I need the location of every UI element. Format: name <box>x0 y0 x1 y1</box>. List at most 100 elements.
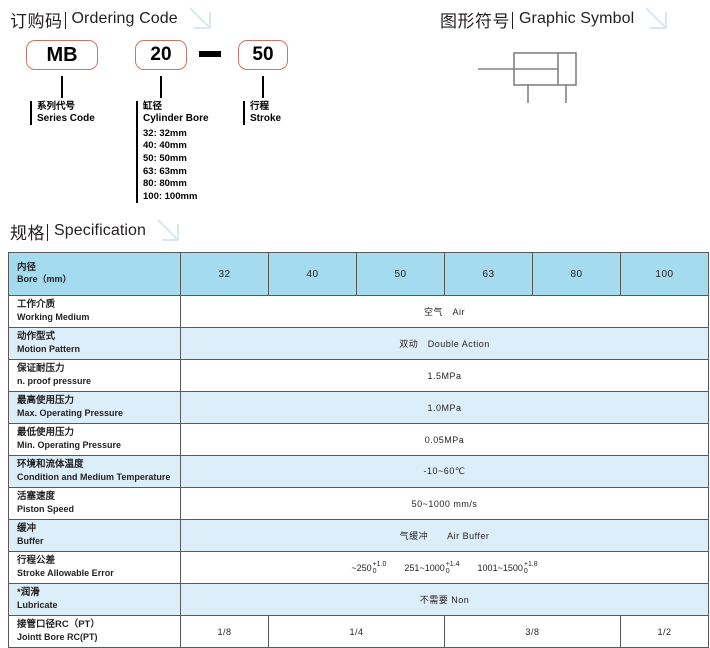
table-cell: 40 <box>268 252 357 296</box>
chevron-decoration-icon <box>156 218 190 244</box>
row-label-en: Piston Speed <box>17 503 75 514</box>
row-label-cn: 动作型式 <box>17 331 56 343</box>
list-item: 40: 40mm <box>143 140 187 152</box>
table-cell: 80 <box>532 252 621 296</box>
table-cell: 50 <box>356 252 445 296</box>
legend-cylinder-bore: 缸径 Cylinder Bore 32: 32mm 40: 40mm 50: 5… <box>136 101 248 204</box>
tolerance-lower: 0 <box>523 567 528 575</box>
code-box-series[interactable]: MB <box>26 40 98 70</box>
chevron-decoration-icon <box>644 6 678 32</box>
table-cell: 1.5MPa <box>180 359 709 392</box>
ordering-code-section: 订购码 Ordering Code MB 20 50 系列代号 Series C… <box>0 0 430 210</box>
legend-cylinder-bore-cn: 缸径 <box>143 101 163 112</box>
list-item: 32: 32mm <box>143 127 187 139</box>
table-cell: 100 <box>620 252 709 296</box>
table-cell: 63 <box>444 252 533 296</box>
heading-divider <box>64 11 66 29</box>
row-label-en: Condition and Medium Temperature <box>17 471 171 482</box>
legend-cylinder-bore-en: Cylinder Bore <box>143 113 209 125</box>
table-cell: 空气 Air <box>180 295 709 328</box>
heading-divider <box>47 223 48 241</box>
row-label-en: Working Medium <box>17 311 90 322</box>
ordering-code-heading-en: Ordering Code <box>71 10 178 27</box>
table-cell: 1/4 <box>268 615 445 648</box>
table-cell: 1/8 <box>180 615 269 648</box>
list-item: 100: 100mm <box>143 190 198 202</box>
table-cell: 气缓冲 Air Buffer <box>180 519 709 552</box>
legend-cylinder-bore-options: 32: 32mm 40: 40mm 50: 50mm 63: 63mm 80: … <box>143 128 248 203</box>
tolerance-lower: 0 <box>445 567 450 575</box>
graphic-symbol-heading: 图形符号 Graphic Symbol <box>440 6 678 32</box>
row-label-en: Motion Pattern <box>17 343 80 354</box>
row-label-en: Jointt Bore RC(PT) <box>17 631 98 642</box>
tolerance-upper: +1.0 <box>372 560 387 568</box>
code-separator-dash <box>199 51 221 57</box>
legend-stroke-cn: 行程 <box>250 101 270 112</box>
legend-stroke-en: Stroke <box>250 113 282 125</box>
table-cell: -10~60℃ <box>180 455 709 488</box>
row-label-en: Bore（mm） <box>17 274 72 285</box>
ordering-code-heading-cn: 订购码 <box>10 11 63 31</box>
legend-series-code-en: Series Code <box>37 113 95 125</box>
tolerance-range: 251~1000 <box>404 562 445 573</box>
row-label-en: n. proof pressure <box>17 375 92 386</box>
tolerance-range: 1001~1500 <box>477 562 523 573</box>
leader-line-bore <box>160 76 162 98</box>
table-cell: 32 <box>180 252 269 296</box>
list-item: 50: 50mm <box>143 153 187 165</box>
legend-series-code: 系列代号 Series Code <box>30 101 132 125</box>
row-label-cn: 最低使用压力 <box>17 427 75 439</box>
double-acting-cylinder-symbol-icon <box>470 45 610 110</box>
row-label-cn: 环境和流体温度 <box>17 459 84 471</box>
row-label-cn: 缓冲 <box>17 523 37 535</box>
leader-line-stroke <box>262 76 264 98</box>
row-label-cn: 行程公差 <box>17 555 56 567</box>
table-cell: 0.05MPa <box>180 423 709 456</box>
row-label-cn: 最高使用压力 <box>17 395 75 407</box>
row-label-en: Min. Operating Pressure <box>17 439 122 450</box>
heading-divider <box>512 11 513 29</box>
row-label-en: Lubricate <box>17 599 58 610</box>
row-label-cn: *润滑 <box>17 587 40 599</box>
table-cell: 1/2 <box>620 615 709 648</box>
row-label: 接管口径RC（PT）Jointt Bore RC(PT) <box>8 615 181 648</box>
specification-heading: 规格 Specification <box>10 218 190 244</box>
chevron-decoration-icon <box>188 6 222 32</box>
row-label-cn: 保证耐压力 <box>17 363 65 375</box>
graphic-symbol-heading-en: Graphic Symbol <box>519 10 635 27</box>
legend-stroke: 行程 Stroke <box>243 101 320 125</box>
graphic-symbol-section: 图形符号 Graphic Symbol <box>440 0 710 210</box>
row-label-cn: 工作介质 <box>17 299 56 311</box>
table-cell: 不需要 Non <box>180 583 709 616</box>
code-box-stroke[interactable]: 50 <box>238 40 288 70</box>
graphic-symbol-heading-cn: 图形符号 <box>440 11 510 31</box>
tolerance-upper: +1.8 <box>523 560 538 568</box>
code-box-bore[interactable]: 20 <box>135 40 187 70</box>
row-label-cn: 内径 <box>17 261 37 273</box>
